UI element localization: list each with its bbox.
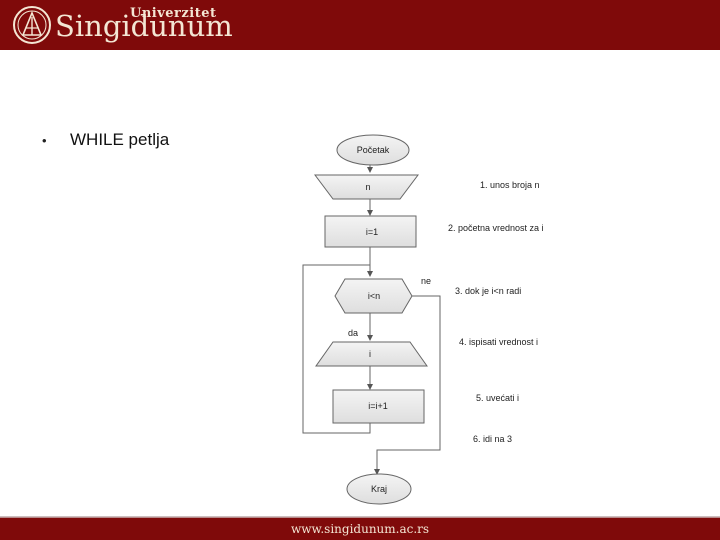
step-annotation-1: 1. unos broja n [480,180,540,190]
branch-yes-label: da [348,328,358,338]
flow-increment-label: i=i+1 [368,401,388,411]
flow-input-label: n [365,182,370,192]
flow-condition-label: i<n [368,291,380,301]
flow-increment-process [332,389,425,424]
flow-end-terminal [346,473,412,505]
branch-no-label: ne [421,276,431,286]
flow-end-label: Kraj [371,484,387,494]
footer-url[interactable]: www.singidunum.ac.rs [290,522,430,536]
footer-bar [0,518,720,540]
step-annotation-2: 2. početna vrednost za i [448,223,544,233]
logo-title: Singidunum [55,9,233,43]
step-annotation-3: 3. dok je i<n radi [455,286,521,296]
logo-subtitle: Univerzitet [130,6,217,21]
flow-output-label: i [369,349,371,359]
flow-start-label: Početak [357,145,390,155]
slide-bullet-text: WHILE petlja [70,130,170,149]
step-annotation-5: 5. uvećati i [476,393,519,403]
step-annotation-4: 4. ispisati vrednost i [459,337,538,347]
flow-init-label: i=1 [366,227,378,237]
flow-input-shape [314,174,419,200]
step-annotation-6: 6. idi na 3 [473,434,512,444]
header-bar: Univerzitet Singidunum [0,0,720,50]
flow-output-shape [315,341,428,367]
flow-connectors [302,164,441,475]
flow-init-process [324,215,417,248]
flow-condition-shape [334,278,413,314]
flow-start-terminal [336,134,410,166]
university-emblem-icon [13,6,51,44]
bullet-marker: • [42,133,47,148]
